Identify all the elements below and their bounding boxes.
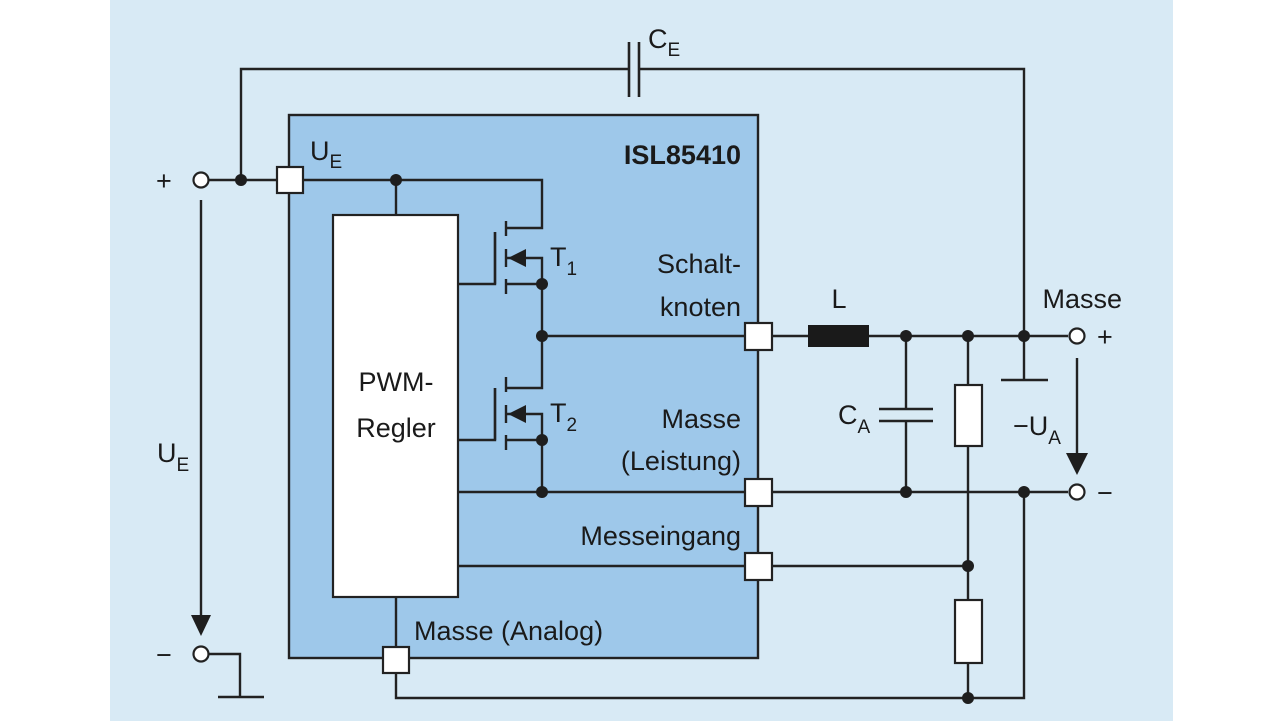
wire-t2-drain	[506, 336, 544, 390]
ue-input-label: UE	[157, 438, 189, 476]
sense-input-label: Messeingang	[580, 521, 741, 551]
ic-ue-label: UE	[310, 136, 342, 173]
junction-dot	[1018, 486, 1030, 498]
junction-dot	[1018, 330, 1030, 342]
junction-dots	[235, 174, 1030, 704]
switch-node-label-1: Schalt-	[657, 249, 741, 279]
output-minus-terminal[interactable]	[1068, 483, 1086, 501]
junction-dot	[390, 174, 402, 186]
junction-dot	[900, 486, 912, 498]
input-minus-terminal[interactable]	[192, 645, 210, 663]
ua-label: −UA	[1013, 411, 1061, 449]
pin-power-ground	[743, 477, 774, 508]
t2-label: T2	[550, 398, 577, 436]
transistor-t1	[493, 221, 526, 294]
ic-name: ISL85410	[624, 140, 741, 170]
resistor-upper	[953, 383, 984, 448]
ca-label: CA	[838, 400, 871, 438]
input-capacitor-ce	[627, 42, 641, 97]
pin-ue	[275, 165, 305, 195]
transistor-t2	[493, 377, 526, 450]
wire-ce-loop	[239, 67, 1026, 336]
ue-arrowhead	[191, 615, 211, 636]
wire-ue-rail	[303, 178, 544, 230]
inductor-label: L	[831, 284, 846, 314]
output-plus-terminal[interactable]	[1068, 327, 1086, 345]
pwm-label-line2: Regler	[356, 413, 436, 443]
junction-dot	[962, 330, 974, 342]
output-ground-label: Masse	[1042, 284, 1122, 314]
wire-analog-return	[394, 492, 1026, 700]
pwm-regulator-block	[331, 213, 460, 599]
inductor-l	[808, 325, 869, 347]
input-plus-terminal[interactable]	[192, 171, 210, 189]
analog-ground-label: Masse (Analog)	[414, 616, 603, 646]
input-minus-sign: −	[156, 640, 172, 670]
wire-t2-body	[524, 412, 544, 440]
pin-analog-ground	[381, 645, 411, 675]
junction-dot	[536, 434, 548, 446]
ua-arrowhead	[1066, 453, 1088, 475]
output-capacitor-ca	[879, 407, 933, 423]
pwm-label-line1: PWM-	[359, 367, 434, 397]
wire-input-ground	[208, 652, 264, 699]
wire-t1-body	[524, 256, 544, 284]
output-minus-sign: −	[1097, 478, 1113, 508]
junction-dot	[900, 330, 912, 342]
pin-sense-input	[743, 551, 774, 582]
junction-dot	[962, 692, 974, 704]
resistor-lower	[953, 598, 984, 665]
junction-dot	[962, 560, 974, 572]
output-plus-sign: +	[1097, 322, 1113, 352]
junction-dot	[536, 278, 548, 290]
wire-output-ground-stub	[1001, 336, 1048, 382]
switch-node-label-2: knoten	[660, 292, 741, 322]
junction-dot	[235, 174, 247, 186]
input-plus-sign: +	[156, 166, 172, 196]
ce-label: CE	[648, 24, 680, 61]
junction-dot	[536, 330, 548, 342]
power-ground-label-2: (Leistung)	[621, 446, 741, 476]
junction-dot	[536, 486, 548, 498]
t1-label: T1	[550, 242, 577, 280]
pin-switch-node	[743, 321, 774, 352]
power-ground-label-1: Masse	[661, 404, 741, 434]
